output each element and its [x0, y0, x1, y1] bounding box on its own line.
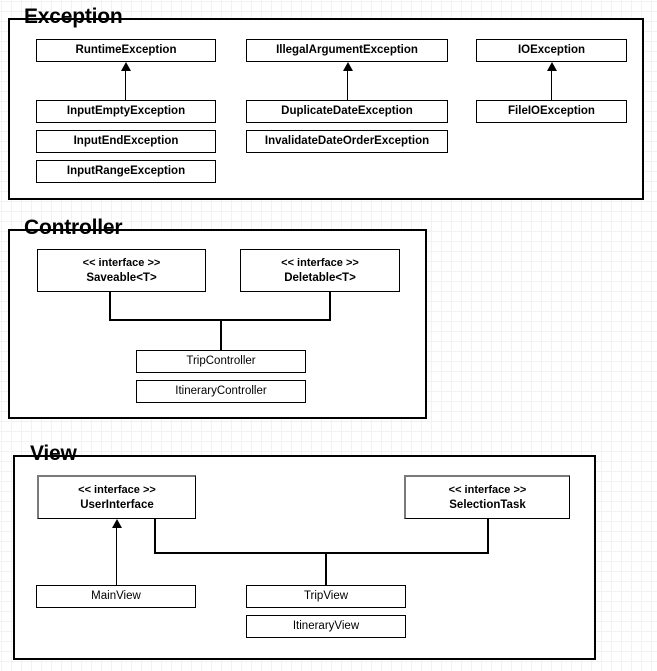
inheritance-arrow-runtime — [121, 62, 131, 71]
class-name: InvalidateDateOrderException — [264, 135, 430, 147]
class-box-itinerary-controller[interactable]: ItineraryController — [136, 380, 306, 403]
inheritance-line-runtime — [125, 70, 126, 100]
class-name: ItineraryView — [292, 620, 360, 632]
class-name: IOException — [517, 44, 586, 56]
class-box-trip-view[interactable]: TripView — [246, 585, 406, 608]
class-box-trip-controller[interactable]: TripController — [136, 350, 306, 373]
group-view-title: View — [30, 442, 77, 465]
stereotype-label: << interface >> — [281, 256, 359, 269]
class-box-input-empty-exception[interactable]: InputEmptyException — [36, 100, 216, 123]
class-name: RuntimeException — [75, 44, 177, 56]
realization-line-trip-view — [325, 552, 327, 585]
class-name: ItineraryController — [175, 385, 267, 397]
interface-name: Saveable<T> — [86, 271, 157, 284]
stereotype-label: << interface >> — [82, 256, 161, 269]
interface-box-selection-task[interactable]: << interface >> SelectionTask — [404, 475, 570, 519]
stereotype-label: << interface >> — [78, 483, 156, 496]
class-box-file-io-exception[interactable]: FileIOException — [476, 100, 627, 123]
class-name: TripView — [303, 590, 349, 602]
realization-line-saveable — [109, 292, 111, 321]
interface-box-deletable[interactable]: << interface >> Deletable<T> — [240, 249, 400, 292]
interface-box-user-interface[interactable]: << interface >> UserInterface — [37, 475, 196, 519]
class-name: InputRangeException — [66, 165, 186, 177]
class-box-runtime-exception[interactable]: RuntimeException — [36, 39, 216, 62]
realization-bus-view — [154, 552, 489, 554]
class-name: InputEmptyException — [66, 105, 186, 117]
interface-name: SelectionTask — [449, 498, 526, 511]
class-name: InputEndException — [73, 135, 179, 147]
class-name: DuplicateDateException — [281, 105, 413, 117]
class-box-io-exception[interactable]: IOException — [476, 39, 627, 62]
stereotype-label: << interface >> — [448, 483, 527, 496]
group-controller-title: Controller — [24, 216, 123, 239]
realization-line-trip-controller — [220, 319, 222, 350]
realization-line-user-interface — [154, 519, 156, 554]
class-name: TripController — [186, 355, 256, 367]
inheritance-arrow-io — [547, 62, 557, 71]
class-name: IllegalArgumentException — [276, 44, 418, 56]
realization-line-selection-task — [487, 519, 489, 554]
interface-name: Deletable<T> — [284, 271, 356, 284]
class-box-duplicate-date-exception[interactable]: DuplicateDateException — [246, 100, 448, 123]
inheritance-line-main-view — [116, 528, 117, 585]
inheritance-line-io — [551, 70, 552, 100]
class-box-itinerary-view[interactable]: ItineraryView — [246, 615, 406, 638]
class-box-input-range-exception[interactable]: InputRangeException — [36, 160, 216, 183]
class-box-invalidate-date-order-exception[interactable]: InvalidateDateOrderException — [246, 130, 448, 153]
realization-line-deletable — [329, 292, 331, 321]
interface-box-saveable[interactable]: << interface >> Saveable<T> — [37, 249, 206, 292]
class-box-input-end-exception[interactable]: InputEndException — [36, 130, 216, 153]
group-exception-title: Exception — [24, 5, 123, 28]
class-name: MainView — [91, 590, 141, 602]
inheritance-arrow-illegal-argument — [343, 62, 353, 71]
class-name: FileIOException — [508, 105, 595, 117]
interface-name: UserInterface — [80, 498, 154, 511]
inheritance-arrow-main-view — [112, 519, 122, 528]
class-box-main-view[interactable]: MainView — [36, 585, 196, 608]
inheritance-line-illegal-argument — [347, 70, 348, 100]
class-box-illegal-argument-exception[interactable]: IllegalArgumentException — [246, 39, 448, 62]
